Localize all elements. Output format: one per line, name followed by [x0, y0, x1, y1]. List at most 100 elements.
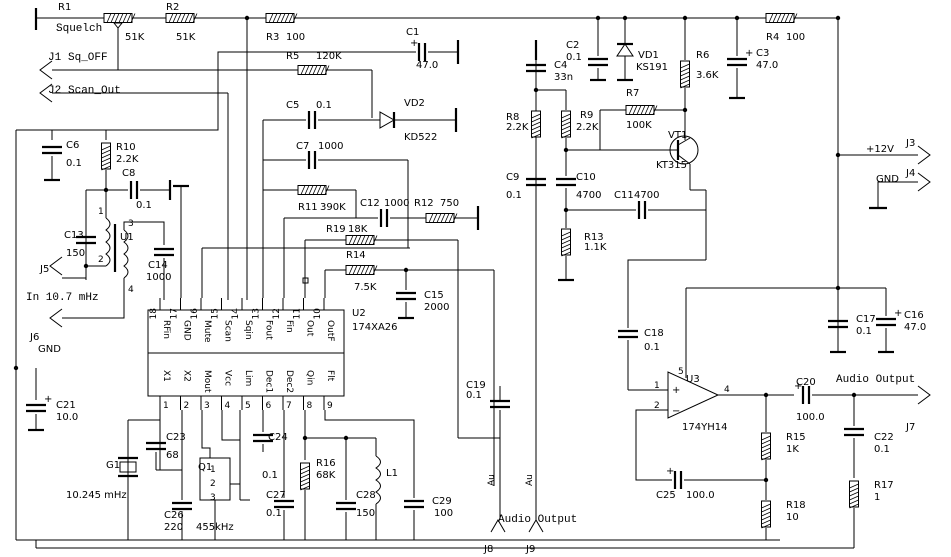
pin-q1-1: 1 — [210, 465, 216, 475]
resistor-hatch — [280, 13, 286, 23]
value-vd1: KS191 — [636, 62, 668, 73]
value-r8: 2.2K — [506, 122, 529, 133]
resistor-hatch — [432, 213, 438, 223]
resistor-hatch — [106, 13, 112, 23]
wire-u1-out — [123, 221, 165, 245]
value-u2: 174XA26 — [352, 322, 398, 333]
junction-dot — [83, 263, 89, 269]
resistor-hatch — [561, 239, 571, 245]
capacitor-c24 — [253, 433, 273, 443]
resistor-hatch — [368, 265, 374, 275]
resistor-hatch — [300, 485, 310, 491]
value-c20: 100.0 — [796, 412, 825, 423]
resistor-hatch — [308, 65, 314, 75]
value-c13: 150 — [66, 248, 85, 259]
capacitor-c25: + — [666, 466, 683, 489]
pin-u1-2: 2 — [98, 255, 104, 265]
value-c25: 100.0 — [686, 490, 715, 501]
value-r5: 120K — [316, 51, 342, 62]
label-c25: C25 — [656, 490, 676, 501]
value-r15: 1K — [786, 444, 799, 455]
label-c23: C23 — [166, 432, 186, 443]
signal-au-a: Au — [487, 474, 497, 486]
polarity-mark: + — [44, 394, 52, 405]
resistor-hatch — [440, 213, 446, 223]
label-vd2: VD2 — [404, 98, 425, 109]
signal-au-b: Au — [525, 474, 535, 486]
value-r19: 18K — [348, 224, 368, 235]
resistor-hatch — [680, 71, 690, 77]
value-c12: 1000 — [384, 198, 409, 209]
resistor-r16 — [300, 462, 310, 491]
polarity-mark: + — [666, 466, 674, 477]
resistor-hatch — [680, 79, 690, 85]
resistor-hatch — [348, 235, 354, 245]
label-c27: C27 — [266, 490, 286, 501]
resistor-hatch — [316, 185, 322, 195]
resistor-hatch — [561, 117, 571, 123]
resistor-hatch — [849, 503, 859, 509]
resistor-hatch — [561, 247, 571, 253]
value-r12: 750 — [440, 198, 459, 209]
pin-num-u2-17: 17 — [170, 308, 180, 319]
label-r1-note: Squelch — [56, 23, 102, 35]
value-c8: 0.1 — [136, 200, 152, 211]
label-c11: C11 — [614, 190, 634, 201]
resistor-hatch — [292, 13, 298, 23]
capacitor-c12 — [379, 209, 389, 227]
resistor-hatch — [360, 265, 366, 275]
resistor-hatch — [101, 149, 111, 155]
value-c3: 47.0 — [756, 60, 778, 71]
capacitor-c26 — [172, 501, 192, 511]
value-r9: 2.2K — [576, 122, 599, 133]
label-c13: C13 — [64, 230, 84, 241]
pin-name-u2-7: Dec2 — [284, 370, 294, 393]
resistor-hatch — [130, 13, 136, 23]
label-r12: R12 — [414, 198, 434, 209]
label-r9: R9 — [580, 110, 593, 121]
value-r11: 390K — [320, 202, 346, 213]
resistor-hatch — [780, 13, 786, 23]
resistor-body — [297, 65, 327, 75]
resistor-body — [625, 105, 655, 115]
value-vd2: KD522 — [404, 132, 437, 143]
resistor-hatch — [101, 145, 111, 151]
resistor-r13 — [561, 228, 571, 257]
label-l1: L1 — [386, 468, 398, 479]
label-r18: R18 — [786, 500, 806, 511]
label-c1: C1 — [406, 27, 419, 38]
resistor-hatch — [304, 65, 310, 75]
resistor-hatch — [364, 235, 370, 245]
pin-name-u2-18: RFin — [161, 320, 171, 339]
value-u3: 174YH14 — [682, 422, 727, 433]
wire-u1-gnd — [62, 278, 125, 319]
crystal-g1 — [119, 461, 137, 473]
u3-plus: + — [672, 385, 680, 396]
value-vt1: KT315 — [656, 160, 687, 171]
pin-num-u2-2: 2 — [184, 401, 190, 411]
value-r14: 7.5K — [354, 282, 377, 293]
resistor-hatch — [531, 133, 541, 139]
resistor-hatch — [452, 213, 458, 223]
resistor-hatch — [680, 67, 690, 73]
pin-name-u2-15: Scan — [223, 320, 233, 342]
label-r10: R10 — [116, 142, 136, 153]
resistor-hatch — [772, 13, 778, 23]
resistor-hatch — [360, 235, 366, 245]
label-c8: C8 — [122, 168, 135, 179]
label-u2: U2 — [352, 308, 366, 319]
label-r2: R2 — [166, 2, 179, 13]
resistor-hatch — [761, 523, 771, 529]
resistor-hatch — [849, 491, 859, 497]
value-c4: 33n — [554, 72, 573, 83]
value-c21: 10.0 — [56, 412, 78, 423]
pin-num-u2-15: 15 — [211, 308, 221, 319]
capacitor-c13 — [76, 235, 96, 245]
resistor-hatch — [561, 113, 571, 119]
capacitor-c27 — [274, 499, 294, 509]
value-c14: 1000 — [146, 272, 171, 283]
label-r7: R7 — [626, 88, 639, 99]
resistor-hatch — [126, 13, 132, 23]
capacitor-c20: + — [794, 381, 811, 404]
capacitor-c17 — [828, 319, 848, 329]
